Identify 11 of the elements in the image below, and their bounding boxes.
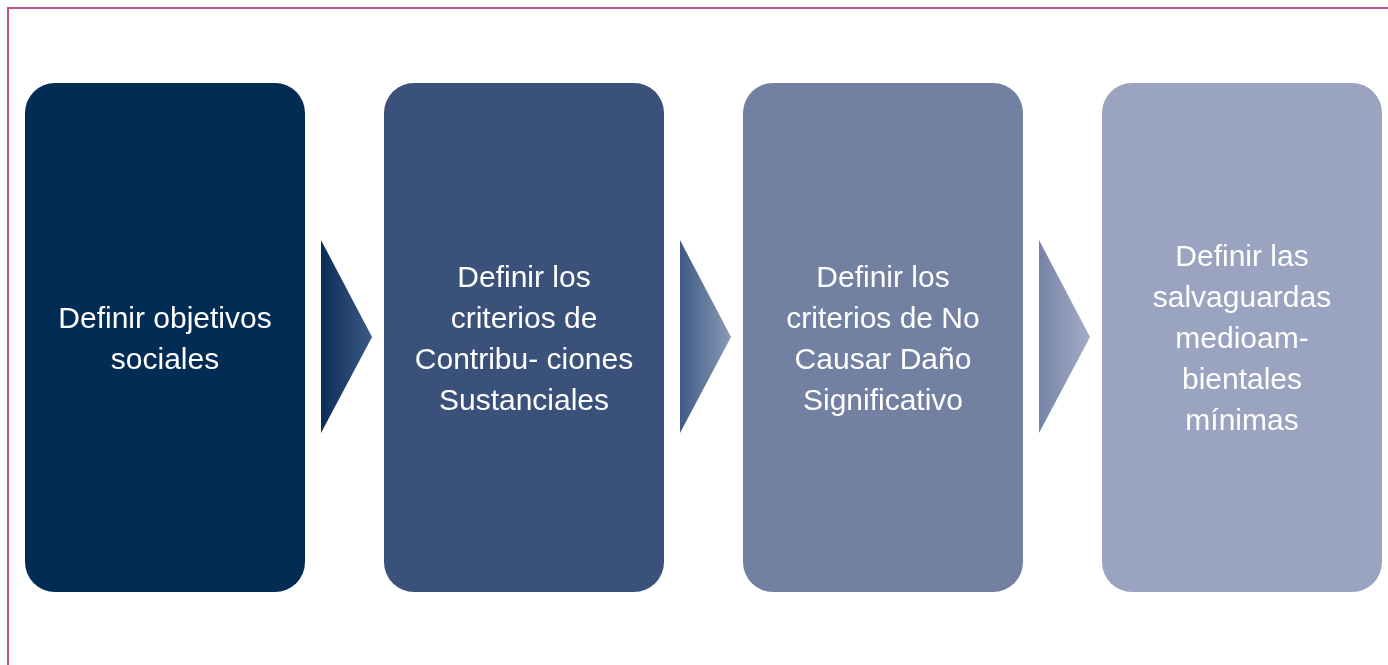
step-label: Definir los criterios de Contribu- ciones Sustanciales	[413, 258, 635, 418]
process-box	[1102, 83, 1382, 592]
chevron-arrow	[680, 240, 731, 433]
chevron-arrow	[321, 240, 372, 433]
process-box	[25, 83, 305, 592]
process-box	[743, 83, 1023, 592]
chevron-arrow	[1039, 240, 1090, 433]
step-label: Definir objetivos sociales	[57, 299, 273, 377]
step-label: Definir las salvaguardas medioam- bientales mínimas	[1151, 238, 1333, 438]
process-box	[384, 83, 664, 592]
step-label: Definir los criterios de No Causar Daño Significativo	[785, 258, 981, 418]
